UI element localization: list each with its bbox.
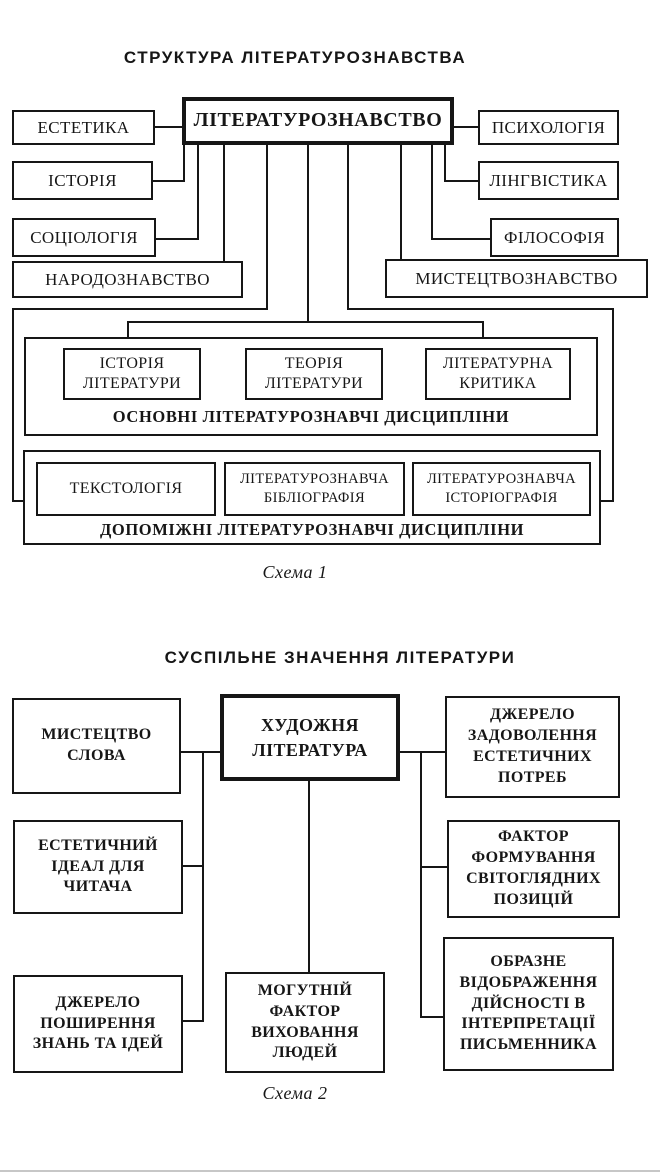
box-estetyka: ЕСТЕТИКА: [12, 110, 155, 145]
container-left-edge: [12, 308, 14, 502]
line-root-istoriia-h: [153, 180, 185, 182]
box-estetychnyi-ideal: ЕСТЕТИЧНИЙ ІДЕАЛ ДЛЯ ЧИТАЧА: [13, 820, 183, 914]
box-istoriia-literatury: ІСТОРІЯ ЛІТЕРАТУРИ: [63, 348, 201, 400]
box-linhvistyka: ЛІНГВІСТИКА: [478, 161, 619, 200]
box-teoriia-literatury: ТЕОРІЯ ЛІТЕРАТУРИ: [245, 348, 383, 400]
line-root-estetyka: [155, 126, 182, 128]
box-obrazne-vidobrazhennia: ОБРАЗНЕ ВІДОБРАЖЕННЯ ДІЙСНОСТІ В ІНТЕРПР…: [443, 937, 614, 1071]
line-root-mystetstvo: [181, 751, 221, 753]
diagram2-caption: Схема 2: [262, 1083, 328, 1103]
label-main-disciplines: ОСНОВНІ ЛІТЕРАТУРОЗНАВЧІ ДИСЦИПЛІНИ: [112, 407, 510, 426]
trunk-right: [420, 751, 422, 1018]
line-root-mystetstvoznavstvo: [400, 145, 402, 259]
line-root-container-mid: [307, 145, 309, 323]
container-top-right-edge: [347, 308, 614, 310]
box-mohutnii-faktor: МОГУТНІЙ ФАКТОР ВИХОВАННЯ ЛЮДЕЙ: [225, 972, 385, 1073]
diagram2-title: СУСПІЛЬНЕ ЗНАЧЕННЯ ЛІТЕРАТУРИ: [164, 648, 516, 667]
line-root-filosofiia-v: [431, 145, 433, 240]
line-root-linhvistyka-v: [444, 145, 446, 182]
container-top-left-edge: [12, 308, 268, 310]
box-istoriia: ІСТОРІЯ: [12, 161, 153, 200]
diagram1-caption: Схема 1: [262, 562, 328, 582]
box-tekstolohiia: ТЕКСТОЛОГІЯ: [36, 462, 216, 516]
line-root-psykholohiia: [454, 126, 478, 128]
line-root-container-left: [266, 145, 268, 310]
box-mystetstvoznavstvo: МИСТЕЦТВОЗНАВСТВО: [385, 259, 648, 298]
line-trunk-estetychnyi: [181, 865, 204, 867]
box-filosofiia: ФІЛОСОФІЯ: [490, 218, 619, 257]
trunk-center: [308, 781, 310, 972]
line-root-linhvistyka-h: [444, 180, 478, 182]
line-root-sotsiolohiia-h: [156, 238, 199, 240]
line-trunk-poshyrennia: [181, 1020, 204, 1022]
page-bottom-edge: [0, 1170, 660, 1172]
container-bottom-left-stub: [12, 500, 25, 502]
trunk-left: [202, 751, 204, 1022]
line-root-container-right: [347, 145, 349, 310]
container-bottom-right-stub: [599, 500, 614, 502]
line-root-sotsiolohiia-v: [197, 145, 199, 240]
box-literaturoznavcha-bibliohrafiia: ЛІТЕРАТУРОЗНАВЧА БІБЛІОГРАФІЯ: [224, 462, 405, 516]
box-literaturna-krytyka: ЛІТЕРАТУРНА КРИТИКА: [425, 348, 571, 400]
main-rail-h: [127, 321, 484, 323]
box-narodoznavstvo: НАРОДОЗНАВСТВО: [12, 261, 243, 298]
box-dzherelo-zadovolennia: ДЖЕРЕЛО ЗАДОВОЛЕННЯ ЕСТЕТИЧНИХ ПОТРЕБ: [445, 696, 620, 798]
box-psykholohiia: ПСИХОЛОГІЯ: [478, 110, 619, 145]
line-trunk-obrazne: [420, 1016, 443, 1018]
line-root-zadovolennia: [399, 751, 446, 753]
box-faktor-formuvannia: ФАКТОР ФОРМУВАННЯ СВІТОГЛЯДНИХ ПОЗИЦІЙ: [447, 820, 620, 918]
line-trunk-faktor: [420, 866, 447, 868]
box-sotsiolohiia: СОЦІОЛОГІЯ: [12, 218, 156, 257]
label-auxiliary-disciplines: ДОПОМІЖНІ ЛІТЕРАТУРОЗНАВЧІ ДИСЦИПЛІНИ: [99, 520, 525, 539]
box-dzherelo-poshyrennia: ДЖЕРЕЛО ПОШИРЕННЯ ЗНАНЬ ТА ІДЕЙ: [13, 975, 183, 1073]
box-literaturoznavstvo: ЛІТЕРАТУРОЗНАВСТВО: [182, 97, 454, 145]
box-khudozhnia-literatura: ХУДОЖНЯ ЛІТЕРАТУРА: [220, 694, 400, 781]
main-rail-drop-left: [127, 321, 129, 348]
container-right-edge: [612, 308, 614, 502]
line-root-narodoznavstvo: [223, 145, 225, 261]
diagram1-title: СТРУКТУРА ЛІТЕРАТУРОЗНАВСТВА: [123, 48, 467, 67]
line-root-istoriia-v: [183, 145, 185, 182]
line-root-filosofiia-h: [431, 238, 490, 240]
box-literaturoznavcha-istoriohrafiia: ЛІТЕРАТУРОЗНАВЧА ІСТОРІОГРАФІЯ: [412, 462, 591, 516]
main-rail-drop-right: [482, 321, 484, 348]
box-mystetstvo-slova: МИСТЕЦТВО СЛОВА: [12, 698, 181, 794]
